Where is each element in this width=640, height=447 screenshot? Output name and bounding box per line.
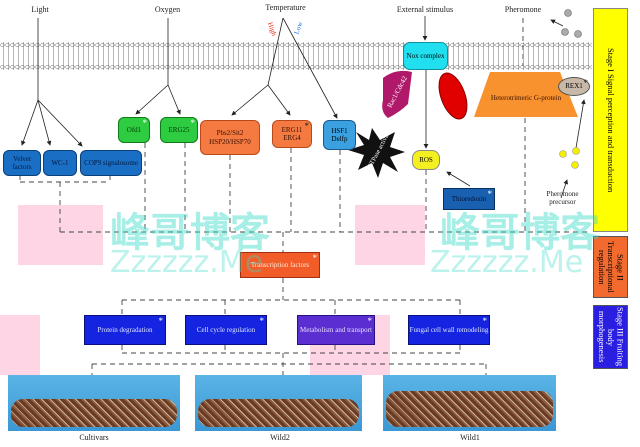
protein-degradation-box: Protein degradation* <box>84 315 166 345</box>
nox-complex-box: Nox complex <box>403 42 448 70</box>
transcription-factors-box: Transcription factors* <box>240 252 320 278</box>
stage2-bar: Stage II Transcriptional regulation <box>593 236 628 298</box>
light-label: Light <box>31 5 49 14</box>
erg11-erg4-box: ERG11 ERG4* <box>272 120 312 148</box>
g-protein-label: Heterotrimeric G-protein <box>490 93 562 102</box>
pheromone-label: Pheromone <box>504 5 542 14</box>
cell-cycle-box: Cell cycle regulation* <box>185 315 267 345</box>
temperature-label: Temperature <box>265 3 306 12</box>
external-stimulus-label: External stimulus <box>396 5 454 14</box>
cell-wall-box: Fungal cell wall remodeling* <box>408 315 490 345</box>
stage3-bar: Stage III Fruiting body morphogenesis <box>593 305 628 369</box>
cultivars-caption: Cultivars <box>79 433 109 442</box>
watermark-block <box>355 205 425 265</box>
wild2-caption: Wild2 <box>270 433 290 442</box>
thioredoxin-box: Thioredoxin* <box>443 188 495 210</box>
oxygen-label: Oxygen <box>154 5 181 14</box>
wild2-photo <box>195 375 362 431</box>
watermark-block <box>18 205 103 265</box>
pheromone-precursor-label: Pheromone precursor <box>546 190 579 206</box>
gtpase-star-shape <box>348 128 405 178</box>
metabolism-box: Metabolism and transport* <box>297 315 375 345</box>
red-protein-shape <box>438 72 468 120</box>
stage1-bar: Stage I Signal perception and transducti… <box>593 8 628 232</box>
wc1-box: WC-1 <box>43 150 77 176</box>
cell-membrane <box>0 42 592 70</box>
g-protein-shape <box>474 72 578 117</box>
wild1-caption: Wild1 <box>460 433 480 442</box>
ros-box: ROS <box>412 150 440 170</box>
cop9-box: COP9 signalosome <box>80 150 142 176</box>
rac-shape <box>382 70 412 118</box>
velvet-factors-box: Velvet factors <box>3 150 41 176</box>
erg25-box: ERG25* <box>160 117 198 143</box>
watermark-block <box>0 315 40 375</box>
pbs2-hsp-box: Pbs2/Sit2 HSP20/HSP70 <box>200 120 260 155</box>
hsf1-delfp-box: HSF1 Delfp <box>323 120 356 150</box>
rex1-box: REX1* <box>558 77 590 96</box>
ofd1-box: Ofd1* <box>118 117 150 143</box>
wild1-photo <box>383 375 556 431</box>
cultivars-photo <box>8 375 180 431</box>
